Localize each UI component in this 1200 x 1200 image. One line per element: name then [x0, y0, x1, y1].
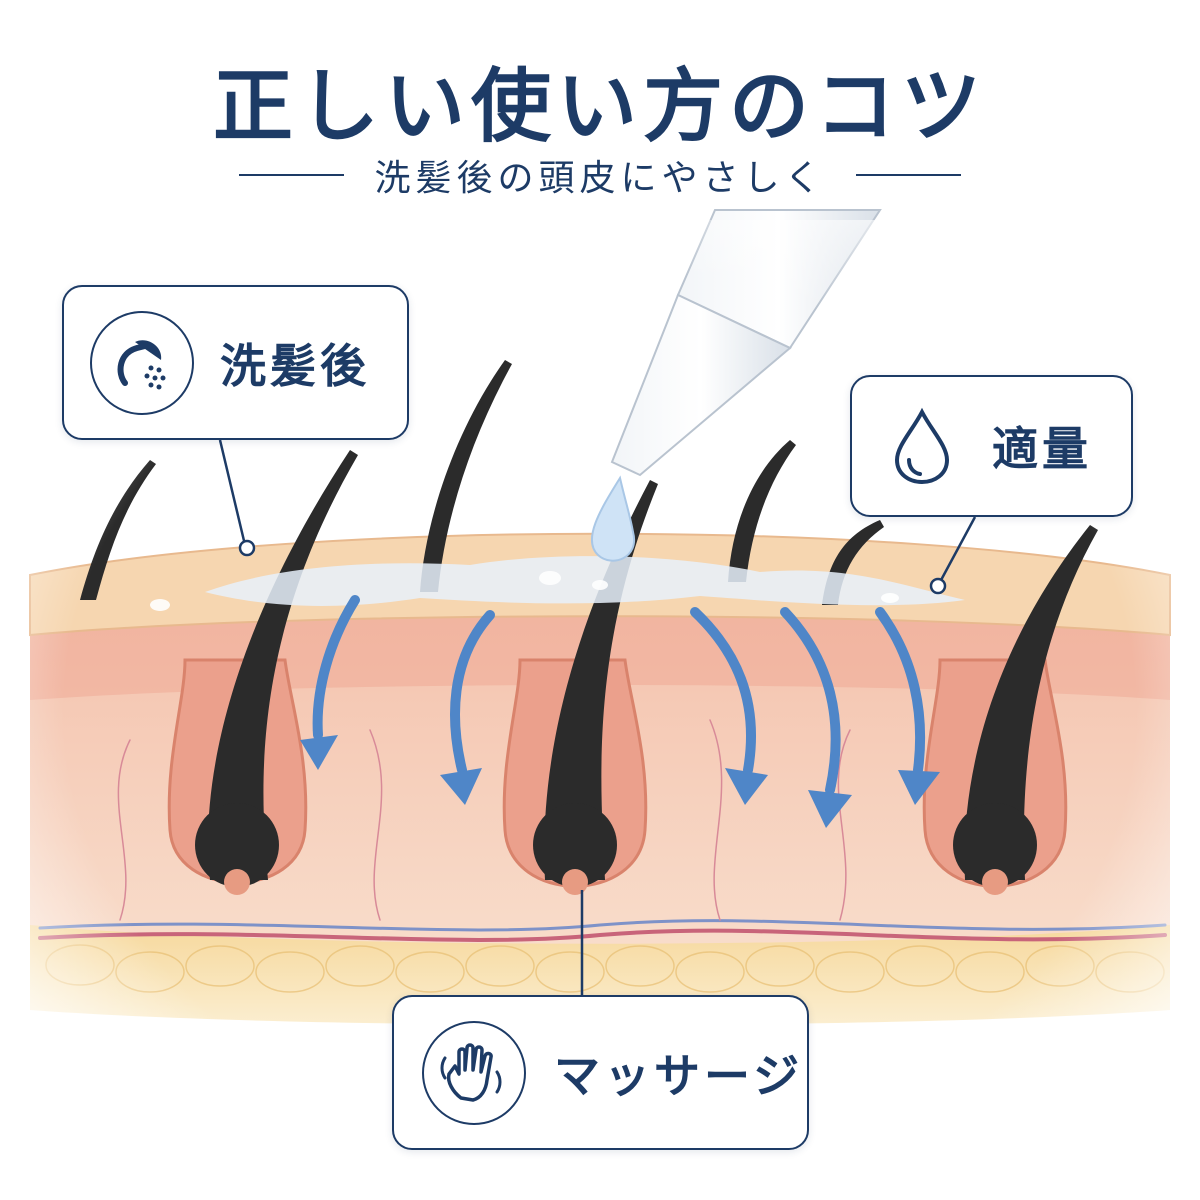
after-wash-label: 洗髪後	[220, 338, 370, 393]
leader-after-wash	[218, 439, 247, 546]
callout-after-wash: 洗髪後	[62, 285, 409, 440]
right-amount-label: 適量	[992, 422, 1092, 476]
hand-icon	[422, 1020, 526, 1125]
leader-right-amount	[938, 516, 977, 583]
callout-leaders	[218, 439, 977, 995]
subtitle-rule-right	[855, 174, 961, 176]
callout-massage: マッサージ	[392, 995, 809, 1150]
massage-label: マッサージ	[554, 1048, 804, 1103]
water-drop-icon	[882, 406, 962, 486]
subtitle-row: 洗髪後の頭皮にやさしく	[0, 150, 1200, 200]
callout-right-amount: 適量	[850, 375, 1133, 517]
page-subtitle: 洗髪後の頭皮にやさしく	[374, 158, 826, 199]
page-title: 正しい使い方のコツ	[213, 60, 987, 153]
leader-dots	[238, 539, 947, 595]
shower-icon	[90, 310, 194, 415]
subtitle-rule-left	[239, 174, 345, 176]
